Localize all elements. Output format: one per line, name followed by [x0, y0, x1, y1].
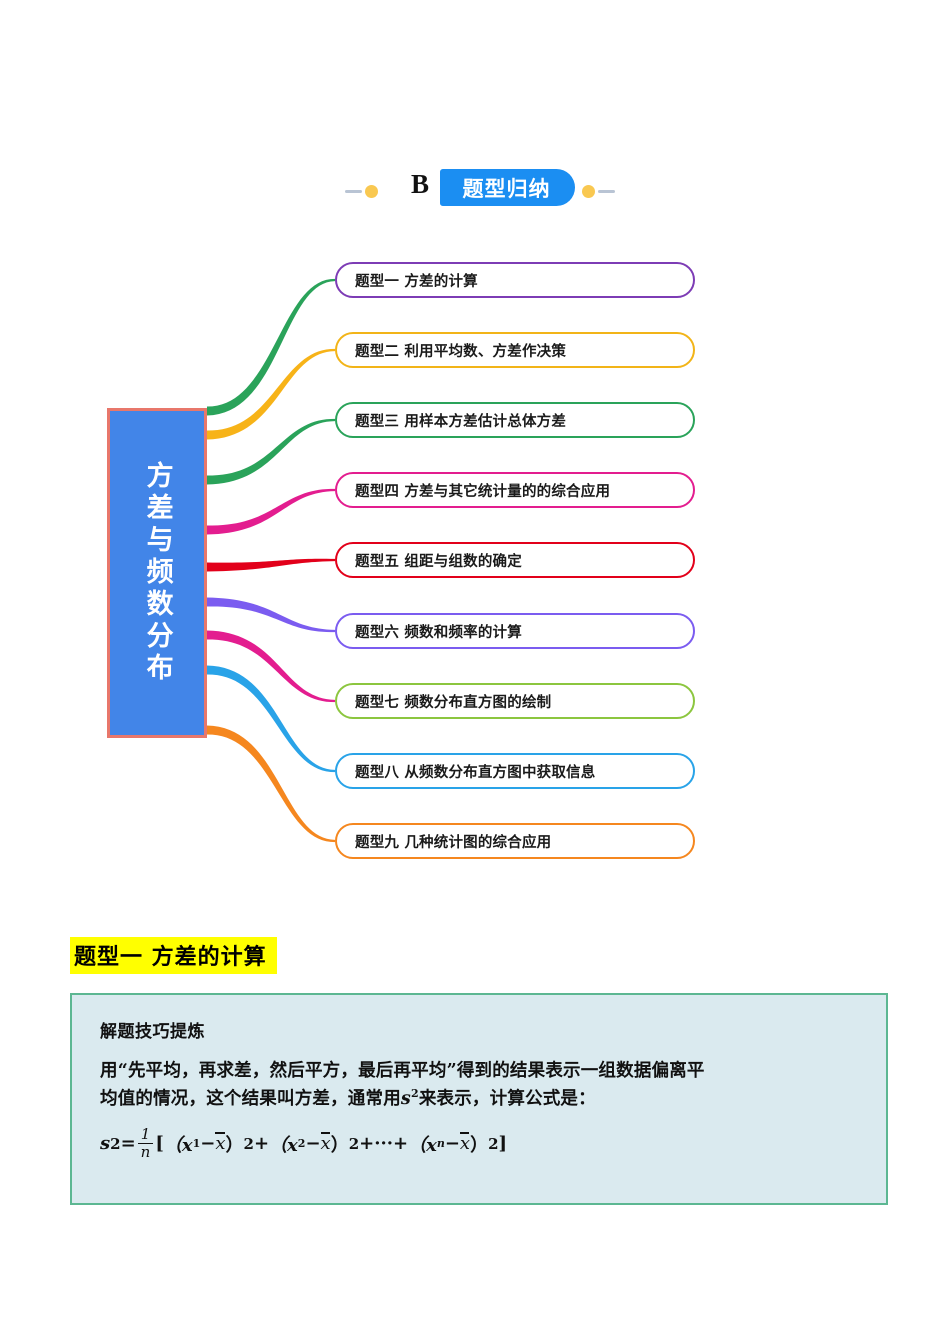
branch-label: 题型六 频数和频率的计算 — [355, 624, 522, 641]
decor-line-icon — [345, 190, 362, 193]
mindmap-branch-2[interactable]: 题型二 利用平均数、方差作决策 — [335, 332, 695, 368]
header-section-letter: B — [411, 169, 430, 199]
decor-line-icon — [598, 190, 615, 193]
mindmap-branch-5[interactable]: 题型五 组距与组数的确定 — [335, 542, 695, 578]
mindmap-connector-5 — [207, 558, 335, 572]
fraction-numerator: 1 — [140, 1125, 151, 1144]
branch-label: 题型九 几种统计图的综合应用 — [355, 834, 552, 851]
formula-equals: = — [120, 1133, 136, 1155]
mindmap-diagram: 方差与频数分布 题型一 方差的计算 题型二 利用平均数、方差作决策 题型三 用样… — [0, 230, 950, 890]
mindmap-connector-2 — [206, 348, 335, 440]
header-banner-pill: 题型归纳 — [440, 169, 575, 206]
decor-dot-icon — [365, 185, 378, 198]
branch-label: 题型四 方差与其它统计量的的综合应用 — [355, 483, 611, 500]
mindmap-branch-8[interactable]: 题型八 从频数分布直方图中获取信息 — [335, 753, 695, 789]
fraction-denominator: n — [137, 1142, 154, 1161]
mindmap-branch-6[interactable]: 题型六 频数和频率的计算 — [335, 613, 695, 649]
formula-close-paren-2: ） — [330, 1134, 349, 1156]
mindmap-connector-8 — [206, 665, 335, 773]
mindmap-connector-6 — [207, 597, 335, 633]
mindmap-connector-9 — [206, 725, 335, 843]
formula-minus-3: − — [444, 1133, 460, 1155]
mindmap-connector-3 — [207, 418, 335, 485]
branch-label: 题型三 用样本方差估计总体方差 — [355, 413, 567, 430]
mindmap-branch-7[interactable]: 题型七 频数分布直方图的绘制 — [335, 683, 695, 719]
branch-label: 题型八 从频数分布直方图中获取信息 — [355, 764, 596, 781]
formula-xbar-3: x — [459, 1132, 471, 1155]
mindmap-branch-1[interactable]: 题型一 方差的计算 — [335, 262, 695, 298]
mindmap-connector-1 — [206, 278, 335, 416]
decor-dot-icon — [582, 185, 595, 198]
tip-body-line-2-before: 均值的情况，这个结果叫方差，通常用 — [100, 1088, 401, 1109]
formula-term1: （x — [163, 1134, 193, 1156]
mindmap-branch-9[interactable]: 题型九 几种统计图的综合应用 — [335, 823, 695, 859]
formula-sup2-2: 2 — [348, 1134, 360, 1153]
formula-term1-sub: 1 — [192, 1137, 201, 1151]
mindmap-central-node: 方差与频数分布 — [107, 408, 207, 738]
formula-close-bracket: ] — [498, 1133, 508, 1155]
formula-term2-sub: 2 — [297, 1137, 306, 1151]
mindmap-connector-4 — [207, 488, 335, 535]
formula-minus-2: − — [305, 1133, 321, 1155]
formula-term3: （x — [408, 1134, 437, 1156]
formula-sup2-3: 2 — [488, 1134, 499, 1153]
central-node-label: 方差与频数分布 — [141, 461, 173, 685]
page-header — [0, 165, 950, 215]
branch-label: 题型五 组距与组数的确定 — [355, 553, 522, 570]
formula-minus-1: − — [200, 1133, 216, 1155]
section-heading: 题型一 方差的计算 — [70, 937, 277, 974]
branch-label: 题型一 方差的计算 — [355, 273, 478, 290]
variance-exponent: 2 — [410, 1087, 419, 1101]
branch-label: 题型七 频数分布直方图的绘制 — [355, 694, 552, 711]
header-right-decoration — [582, 185, 615, 198]
formula-fraction: 1 n — [137, 1125, 154, 1161]
formula-close-paren-3: ） — [470, 1134, 489, 1156]
variance-symbol: s — [400, 1088, 411, 1109]
mindmap-connector-7 — [207, 630, 335, 703]
formula-term3-sub: n — [436, 1137, 445, 1151]
mindmap-connectors — [206, 278, 335, 843]
formula-lhs-s: s — [100, 1133, 111, 1155]
formula-open-bracket: [ — [155, 1133, 164, 1155]
formula-plus-1: + — [253, 1133, 270, 1155]
formula-close-paren-1: ） — [225, 1134, 244, 1156]
tip-box-title: 解题技巧提炼 — [100, 1022, 205, 1042]
mindmap-branch-4[interactable]: 题型四 方差与其它统计量的的综合应用 — [335, 472, 695, 508]
formula-term2: （x — [269, 1134, 298, 1156]
formula-xbar-2: x — [320, 1132, 331, 1155]
formula-xbar-1: x — [215, 1132, 226, 1155]
tip-box: 解题技巧提炼 用“先平均，再求差，然后平方，最后再平均”得到的结果表示一组数据偏… — [70, 993, 888, 1205]
branch-label: 题型二 利用平均数、方差作决策 — [355, 343, 567, 360]
formula-lhs-sup: 2 — [110, 1134, 121, 1153]
formula-sup2-1: 2 — [243, 1134, 254, 1153]
header-left-decoration — [345, 185, 378, 198]
formula-ellipsis: +···+ — [359, 1133, 409, 1155]
tip-body-line-1: 用“先平均，再求差，然后平方，最后再平均”得到的结果表示一组数据偏离平 — [100, 1061, 705, 1081]
tip-box-body: 用“先平均，再求差，然后平方，最后再平均”得到的结果表示一组数据偏离平 均值的情… — [100, 1058, 860, 1113]
mindmap-branch-3[interactable]: 题型三 用样本方差估计总体方差 — [335, 402, 695, 438]
tip-body-line-2-after: 来表示，计算公式是： — [418, 1088, 596, 1109]
header-banner-title: 题型归纳 — [462, 176, 551, 201]
